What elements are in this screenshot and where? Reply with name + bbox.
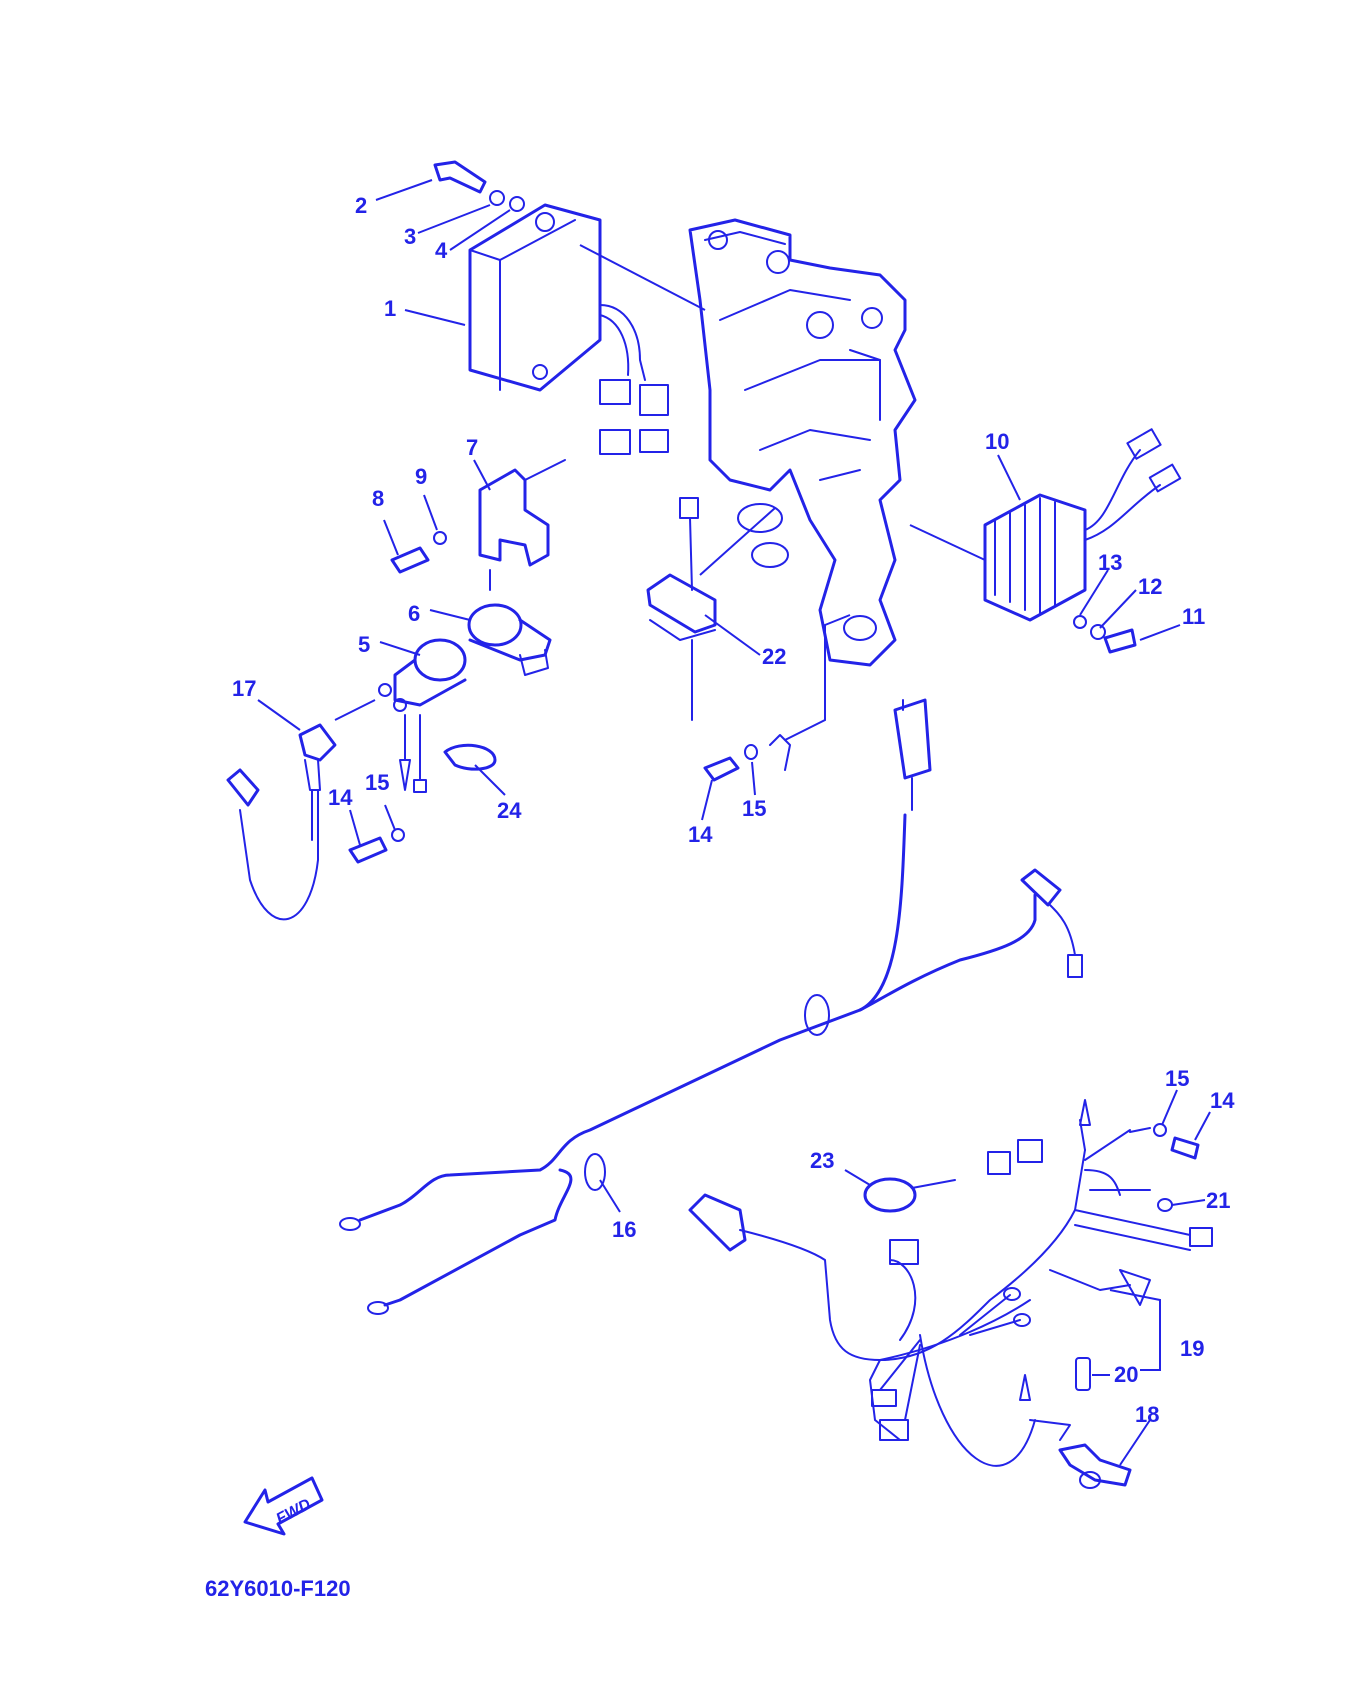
callout-2: 2 <box>355 193 367 218</box>
relay-bracket <box>478 459 566 591</box>
sensor-18 <box>1019 1374 1132 1489</box>
callout-19: 19 <box>1180 1336 1204 1361</box>
callout-15-left: 15 <box>365 770 389 795</box>
wire-harness-16 <box>339 698 1083 1315</box>
callout-14-left: 14 <box>328 785 353 810</box>
callout-18: 18 <box>1135 1402 1159 1427</box>
clamp-24 <box>443 743 497 771</box>
bolt-14-right <box>1129 1123 1200 1160</box>
callout-leaders <box>257 179 1211 1466</box>
callout-12: 12 <box>1138 574 1162 599</box>
callout-6: 6 <box>408 601 420 626</box>
callout-11: 11 <box>1182 604 1205 629</box>
bolt-14-center <box>703 614 851 782</box>
callout-1: 1 <box>384 296 396 321</box>
callout-21: 21 <box>1206 1188 1230 1213</box>
fwd-label: FWD <box>274 1496 315 1528</box>
fwd-arrow: FWD <box>243 1476 324 1536</box>
callout-13: 13 <box>1098 550 1122 575</box>
drawing-code: 62Y6010-F120 <box>205 1576 351 1601</box>
part-21 <box>1157 1198 1173 1212</box>
cable-holder-22 <box>646 497 776 721</box>
callout-16: 16 <box>612 1217 636 1242</box>
callout-7: 7 <box>466 435 478 460</box>
wire-harness-19 <box>688 1099 1213 1467</box>
washers-12-13 <box>1073 615 1106 640</box>
callout-20: 20 <box>1114 1362 1138 1387</box>
callout-15-right: 15 <box>1165 1066 1189 1091</box>
cable-tie-23 <box>863 1177 956 1213</box>
callout-15-center: 15 <box>742 796 766 821</box>
callout-23: 23 <box>810 1148 834 1173</box>
callout-22: 22 <box>762 644 786 669</box>
spark-plug-cap <box>226 699 376 921</box>
callout-17: 17 <box>232 676 256 701</box>
callout-4: 4 <box>435 238 448 263</box>
bolt-11 <box>1103 628 1137 654</box>
callout-5: 5 <box>358 632 370 657</box>
rectifier-regulator <box>909 428 1182 622</box>
bolt-and-washers <box>433 160 525 212</box>
callout-10: 10 <box>985 429 1009 454</box>
bolt-14-left <box>348 828 405 864</box>
callout-labels: 1 2 3 4 5 6 7 8 9 10 11 12 13 14 15 14 1… <box>232 193 1235 1427</box>
callout-14-right: 14 <box>1210 1088 1235 1113</box>
fuse-20 <box>1075 1357 1091 1391</box>
callout-8: 8 <box>372 486 384 511</box>
washer-9 <box>433 531 447 545</box>
cdi-unit <box>468 203 706 455</box>
callout-14-center: 14 <box>688 822 713 847</box>
callout-24: 24 <box>497 798 522 823</box>
callout-3: 3 <box>404 224 416 249</box>
starter-relay <box>378 638 467 793</box>
bolt-8 <box>390 546 430 574</box>
mounting-bracket <box>688 218 917 667</box>
relay-holder <box>467 603 552 676</box>
callout-9: 9 <box>415 464 427 489</box>
